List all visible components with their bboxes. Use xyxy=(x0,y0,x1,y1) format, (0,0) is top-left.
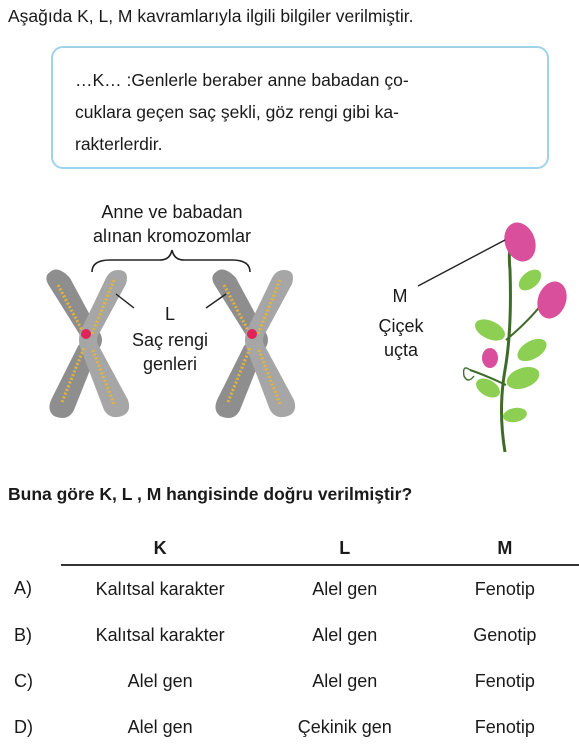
option-k: Kalıtsal karakter xyxy=(95,578,225,599)
l-pointer-right xyxy=(205,293,227,309)
m-label: Çiçek uçta xyxy=(366,314,436,362)
option-k: Kalıtsal karakter xyxy=(95,624,225,645)
option-m: Genotip xyxy=(473,624,537,645)
definition-line-1: …K… :Genlerle beraber anne babadan ço- xyxy=(75,70,409,90)
chromosome-right xyxy=(212,269,296,418)
option-l: Alel gen xyxy=(312,670,378,691)
option-k: Alel gen xyxy=(127,670,193,691)
answer-row[interactable]: A) Kalıtsal karakter Alel gen Fenotip xyxy=(14,565,579,612)
definition-line-2: cuklara geçen saç şekli, göz rengi gibi … xyxy=(75,102,399,122)
option-letter: C) xyxy=(14,670,33,691)
m-pointer xyxy=(417,239,506,287)
illustration-drawing xyxy=(46,222,567,453)
definition-box: …K… :Genlerle beraber anne babadan ço- c… xyxy=(51,46,549,169)
l-label-line-1: Saç rengi xyxy=(131,330,209,350)
chromosome-caption: Anne ve babadan alınan kromozomlar xyxy=(62,200,282,248)
l-label-line-2: genleri xyxy=(142,354,198,374)
l-label: Saç rengi genleri xyxy=(110,328,230,376)
chromosome-caption-line-2: alınan kromozomlar xyxy=(92,226,252,246)
option-m: Fenotip xyxy=(474,578,535,599)
intro-text: Aşağıda K, L, M kavramlarıyla ilgili bil… xyxy=(8,6,414,26)
option-k: Alel gen xyxy=(127,716,193,737)
option-letter: A) xyxy=(14,578,32,598)
answer-row[interactable]: D) Alel gen Çekinik gen Fenotip xyxy=(14,704,579,750)
answer-row[interactable]: C) Alel gen Alel gen Fenotip xyxy=(14,658,579,704)
question-text: Buna göre K, L , M hangisinde doğru veri… xyxy=(8,484,413,504)
chromosome-caption-line-1: Anne ve babadan xyxy=(101,202,243,222)
option-letter: B) xyxy=(14,624,32,645)
header-m: M xyxy=(430,532,579,566)
brace xyxy=(91,249,251,273)
answer-table-header: K L M xyxy=(14,532,579,566)
m-letter: M xyxy=(392,286,408,306)
option-m: Fenotip xyxy=(474,716,535,737)
answer-row[interactable]: B) Kalıtsal karakter Alel gen Genotip xyxy=(14,612,579,658)
definition-line-3: rakterlerdir. xyxy=(75,134,163,154)
plant xyxy=(462,222,567,453)
header-option xyxy=(14,532,61,565)
header-l: L xyxy=(258,532,431,566)
header-k: K xyxy=(61,532,259,566)
option-l: Çekinik gen xyxy=(297,716,392,737)
answer-table: K L M A) Kalıtsal karakter Alel gen Feno… xyxy=(14,532,579,750)
option-l: Alel gen xyxy=(312,578,378,599)
l-pointer-left xyxy=(115,293,135,309)
option-l: Alel gen xyxy=(312,624,378,645)
option-m: Fenotip xyxy=(474,670,535,691)
option-letter: D) xyxy=(14,716,33,737)
l-letter: L xyxy=(164,304,175,324)
m-label-line-2: uçta xyxy=(383,340,419,360)
chromosome-left xyxy=(46,269,130,418)
illustration: Anne ve babadan alınan kromozomlar L Saç… xyxy=(0,190,579,470)
m-label-line-1: Çiçek xyxy=(378,316,424,336)
